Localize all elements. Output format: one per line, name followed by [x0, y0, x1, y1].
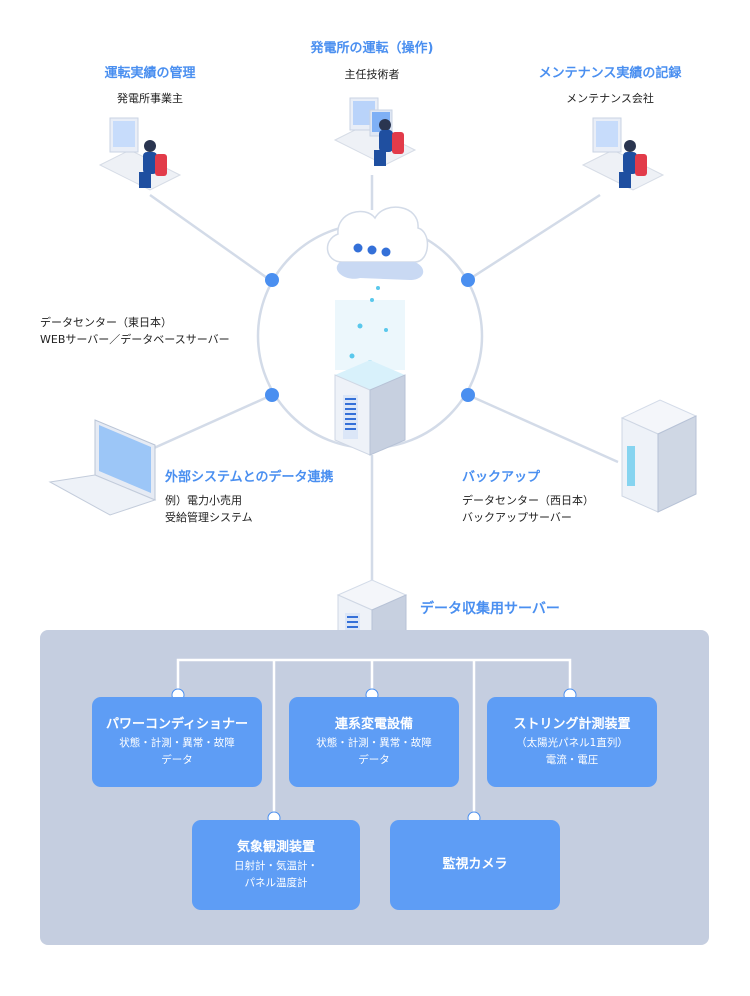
pcs-line1: 状態・計測・異常・故障 [119, 737, 235, 749]
operator-role: 発電所の運転（操作) [310, 41, 434, 56]
datacenter-east-line2: WEBサーバー／データベースサーバー [40, 333, 230, 346]
grid-line2: データ [358, 754, 390, 766]
maintenance-role: メンテナンス実績の記録 [538, 66, 682, 81]
weather-line1: 日射計・気温計・ [234, 860, 318, 872]
backup-title: バックアップ [462, 470, 541, 485]
main-server-icon [334, 360, 406, 456]
pcs-box: パワーコンディショナー 状態・計測・異常・故障 データ [92, 697, 262, 787]
external-line2: 受給管理システム [165, 511, 253, 524]
external-label: 例）電力小売用 受給管理システム [165, 492, 253, 526]
node-top-right [461, 273, 475, 287]
camera-box: 監視カメラ [390, 820, 560, 910]
backup-line1: データセンター（西日本） [462, 494, 594, 507]
owner-role: 運転実績の管理 [104, 66, 196, 81]
pcs-title: パワーコンディショナー [105, 717, 249, 732]
weather-title: 気象観測装置 [236, 840, 315, 855]
grid-line1: 状態・計測・異常・故障 [316, 737, 432, 749]
node-top-left [265, 273, 279, 287]
operator-person-icon [333, 97, 417, 166]
backup-server-icon [620, 399, 698, 513]
data-stream [335, 286, 405, 370]
pcs-line2: データ [161, 754, 193, 766]
device-panel [40, 630, 709, 945]
datacenter-east-label: データセンター（東日本） WEBサーバー／データベースサーバー [40, 314, 230, 348]
weather-line2: パネル温度計 [244, 877, 308, 889]
ring-nodes [265, 273, 475, 402]
cloud-icon [326, 206, 429, 280]
camera-title: 監視カメラ [442, 857, 508, 872]
backup-line2: バックアップサーバー [462, 511, 572, 524]
owner-person-icon [98, 117, 182, 191]
backup-label: データセンター（西日本） バックアップサーバー [462, 492, 594, 526]
maintenance-person-icon [581, 117, 665, 191]
maintenance-label: メンテナンス会社 [566, 92, 654, 105]
node-bottom-right [461, 388, 475, 402]
external-line1: 例）電力小売用 [165, 494, 242, 507]
grid-box: 連系変電設備 状態・計測・異常・故障 データ [289, 697, 459, 787]
owner-label: 発電所事業主 [117, 92, 183, 105]
laptop-icon [48, 419, 157, 516]
grid-title: 連系変電設備 [334, 717, 413, 732]
node-bottom-left [265, 388, 279, 402]
string-title: ストリング計測装置 [513, 717, 631, 732]
datacenter-east-line1: データセンター（東日本） [40, 316, 172, 329]
external-title: 外部システムとのデータ連携 [165, 470, 334, 485]
weather-box: 気象観測装置 日射計・気温計・ パネル温度計 [192, 820, 360, 910]
string-line2: 電流・電圧 [545, 754, 599, 766]
string-box: ストリング計測装置 （太陽光パネル1直列） 電流・電圧 [487, 697, 657, 787]
collector-title: データ収集用サーバー [420, 601, 560, 617]
operator-label: 主任技術者 [344, 68, 400, 81]
string-line1: （太陽光パネル1直列） [516, 737, 628, 749]
